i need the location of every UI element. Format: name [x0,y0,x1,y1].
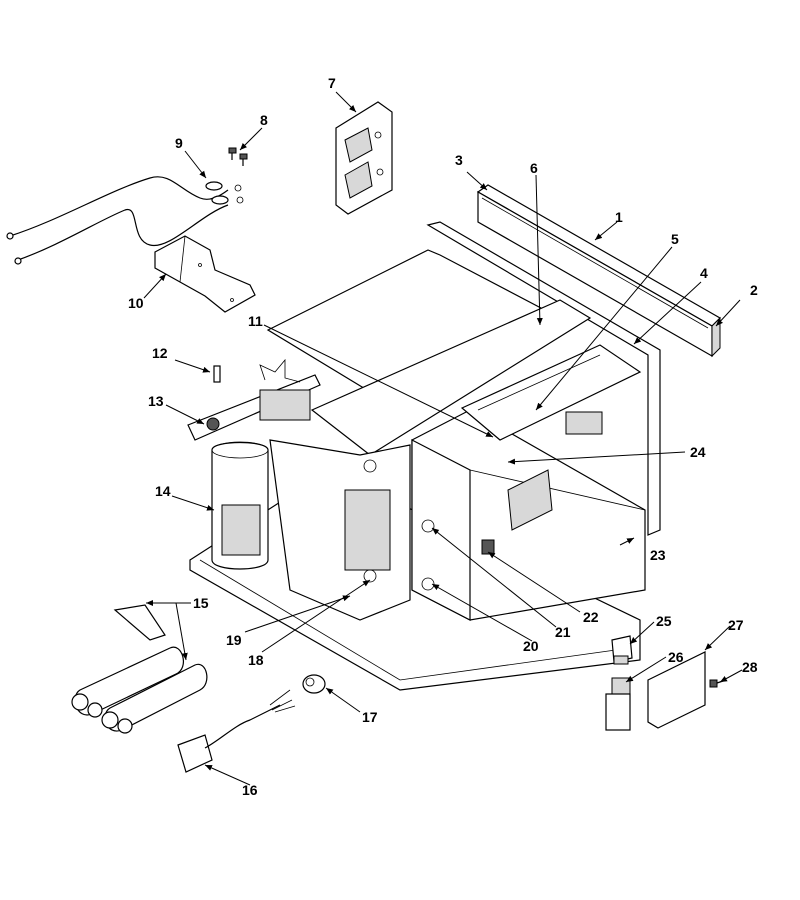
callout-24: 24 [690,444,706,460]
transformer-part-14 [211,441,269,570]
callout-23: 23 [650,547,666,563]
callout-7: 7 [328,75,336,91]
relay-board-part-7 [335,101,393,215]
callout-8: 8 [260,112,268,128]
power-cord-part-16 [177,689,296,773]
cover-part-27 [647,651,706,729]
callout-leaders [143,91,743,786]
callout-labels: 1 2 3 4 5 6 7 8 9 10 11 12 13 14 15 16 1… [128,75,758,798]
callout-17: 17 [362,709,378,725]
bracket-part-10 [154,235,256,313]
callout-10: 10 [128,295,144,311]
callout-4: 4 [700,265,708,281]
magnetron-assembly [269,439,411,621]
callout-3: 3 [455,152,463,168]
callout-5: 5 [671,231,679,247]
screws-part-8 [228,147,248,166]
oven-cavity [411,409,646,621]
callout-13: 13 [148,393,164,409]
callout-26: 26 [668,649,684,665]
fuse-holder-part-26 [605,677,631,731]
callout-2: 2 [750,282,758,298]
screw-part-28 [709,679,727,688]
capacitors-part-15 [71,604,208,734]
thermostat-part-25 [611,635,633,665]
callout-28: 28 [742,659,758,675]
callout-25: 25 [656,613,672,629]
callout-15: 15 [193,595,209,611]
callout-6: 6 [530,160,538,176]
wire-harness-part [6,176,244,265]
callout-1: 1 [615,209,623,225]
callout-19: 19 [226,632,242,648]
callout-21: 21 [555,624,571,640]
fan-motor [187,358,321,441]
callout-9: 9 [175,135,183,151]
callout-11: 11 [248,313,263,329]
callout-22: 22 [583,609,599,625]
callout-27: 27 [728,617,744,633]
ferrite-part-17 [302,674,326,694]
callout-18: 18 [248,652,264,668]
callout-20: 20 [523,638,539,654]
callout-12: 12 [152,345,168,361]
callout-14: 14 [155,483,171,499]
callout-16: 16 [242,782,258,798]
